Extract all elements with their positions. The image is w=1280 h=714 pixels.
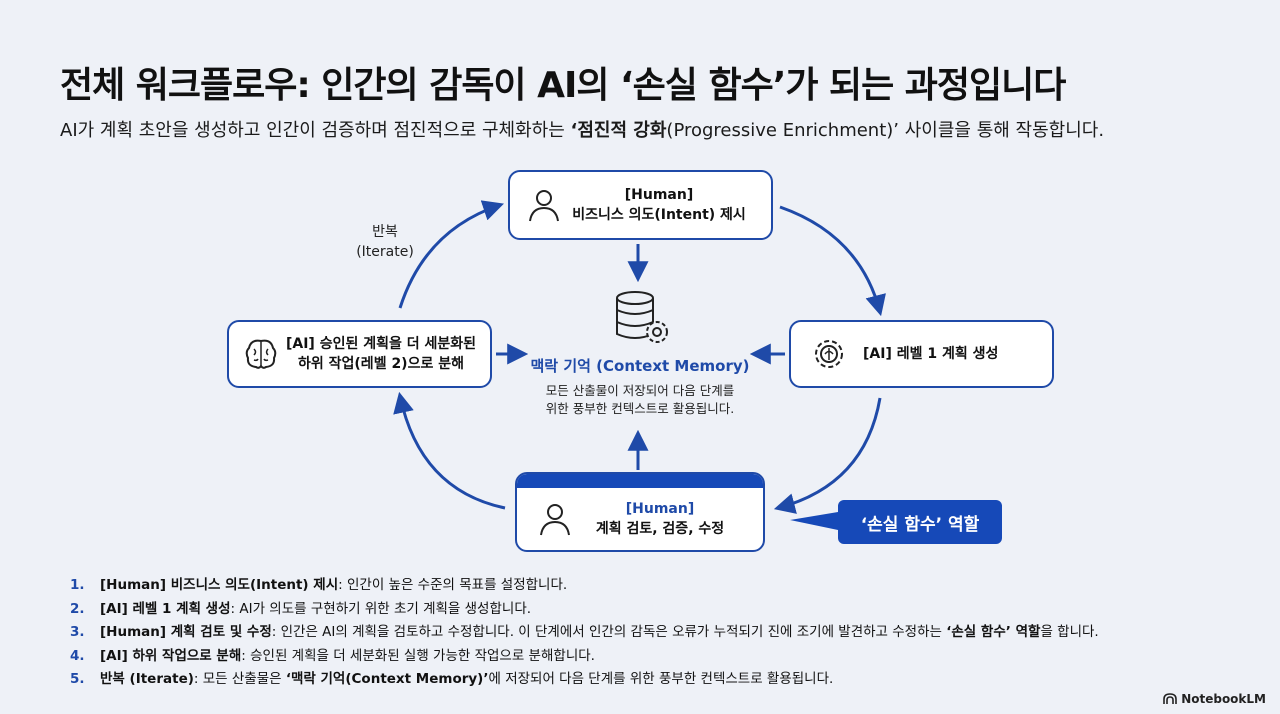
step-list: 1. [Human] 비즈니스 의도(Intent) 제시: 인간이 높은 수준의… xyxy=(70,574,1099,692)
node-ai-subdivide-line1: [AI] 승인된 계획을 더 세분화된 xyxy=(285,336,477,352)
step-item: 1. [Human] 비즈니스 의도(Intent) 제시: 인간이 높은 수준의… xyxy=(70,574,1099,598)
node-ai-subdivide-line2: 하위 작업(레벨 2)으로 분해 xyxy=(298,356,464,372)
subtitle-lead: AI가 계획 초안을 생성하고 인간이 검증하며 점진적으로 구체화하는 xyxy=(60,120,571,141)
node-human-intent: [Human] 비즈니스 의도(Intent) 제시 xyxy=(508,170,773,240)
node-ai-level1: [AI] 레벨 1 계획 생성 xyxy=(789,320,1054,388)
step-title: 반복 (Iterate) xyxy=(100,671,194,687)
step-desc-tail: 에 저장되어 다음 단계를 위한 풍부한 컨텍스트로 활용됩니다. xyxy=(488,671,834,687)
step-number: 3. xyxy=(70,624,85,640)
loss-function-callout: ‘손실 함수’ 역할 xyxy=(838,500,1002,544)
step-desc: : 인간은 AI의 계획을 검토하고 수정합니다. 이 단계에서 인간의 감독은… xyxy=(271,624,947,640)
subtitle-tail: (Progressive Enrichment)’ 사이클을 통해 작동합니다. xyxy=(666,120,1105,141)
node-human-review-tag: [Human] xyxy=(625,501,695,517)
step-number: 1. xyxy=(70,577,85,593)
context-memory-desc-line1: 모든 산출물이 저장되어 다음 단계를 xyxy=(545,383,735,398)
arrow-subdivide-to-intent xyxy=(398,200,504,309)
step-desc-tail: 을 합니다. xyxy=(1040,624,1099,640)
step-number: 2. xyxy=(70,600,85,617)
step-number: 4. xyxy=(70,647,85,664)
notebooklm-logo-icon xyxy=(1163,693,1177,704)
callout-pointer xyxy=(790,512,838,530)
context-memory: 맥락 기억 (Context Memory) 모든 산출물이 저장되어 다음 단… xyxy=(520,285,760,418)
node-ai-level1-label: [AI] 레벨 1 계획 생성 xyxy=(863,346,999,362)
step-desc: : 인간이 높은 수준의 목표를 설정합니다. xyxy=(338,577,568,593)
node-human-intent-tag: [Human] xyxy=(624,187,694,203)
page-subtitle: AI가 계획 초안을 생성하고 인간이 검증하며 점진적으로 구체화하는 ‘점진… xyxy=(60,116,1104,142)
arrow-l1-to-review xyxy=(773,397,882,514)
context-memory-title: 맥락 기억 (Context Memory) xyxy=(530,357,750,375)
context-memory-desc-line2: 위한 풍부한 컨텍스트로 활용됩니다. xyxy=(545,401,735,416)
iterate-label-en: (Iterate) xyxy=(356,244,414,260)
step-desc: : 모든 산출물은 xyxy=(193,671,286,687)
gear-brain-icon xyxy=(815,340,843,368)
step-title: [AI] 하위 작업으로 분해 xyxy=(100,647,242,664)
arrow-review-to-subdivide xyxy=(393,391,506,510)
step-title: [Human] 비즈니스 의도(Intent) 제시 xyxy=(100,577,339,593)
person-icon xyxy=(529,190,559,222)
step-title: [Human] 계획 검토 및 수정 xyxy=(100,624,272,640)
step-desc: : 승인된 계획을 더 세분화된 실행 가능한 작업으로 분해합니다. xyxy=(241,647,595,664)
database-gear-icon xyxy=(616,291,668,343)
iterate-label: 반복 (Iterate) xyxy=(340,222,430,262)
step-emphasis: ‘맥락 기억(Context Memory)’ xyxy=(285,671,489,687)
arrow-intent-to-l1 xyxy=(779,205,886,317)
node-human-intent-label: 비즈니스 의도(Intent) 제시 xyxy=(572,207,746,223)
step-item: 3. [Human] 계획 검토 및 수정: 인간은 AI의 계획을 검토하고 수… xyxy=(70,621,1099,645)
brand-watermark: NotebookLM xyxy=(1163,692,1266,706)
step-title: [AI] 레벨 1 계획 생성 xyxy=(100,600,231,617)
step-item: 5. 반복 (Iterate): 모든 산출물은 ‘맥락 기억(Context M… xyxy=(70,668,1099,692)
step-number: 5. xyxy=(70,671,85,687)
brain-icon xyxy=(245,339,277,369)
step-emphasis: ‘손실 함수’ 역할 xyxy=(946,624,1041,640)
brand-name: NotebookLM xyxy=(1181,692,1266,706)
page-title: 전체 워크플로우: 인간의 감독이 AI의 ‘손실 함수’가 되는 과정입니다 xyxy=(60,65,1066,106)
node-human-review: [Human] 계획 검토, 검증, 수정 xyxy=(515,472,765,552)
node-human-review-header-bar xyxy=(517,474,763,488)
step-desc: : AI가 의도를 구현하기 위한 초기 계획을 생성합니다. xyxy=(230,600,532,617)
person-icon xyxy=(540,504,570,536)
step-item: 4. [AI] 하위 작업으로 분해: 승인된 계획을 더 세분화된 실행 가능한… xyxy=(70,645,1099,669)
node-human-review-label: 계획 검토, 검증, 수정 xyxy=(595,521,725,537)
step-item: 2. [AI] 레벨 1 계획 생성: AI가 의도를 구현하기 위한 초기 계획… xyxy=(70,598,1099,622)
subtitle-bold: ‘점진적 강화 xyxy=(570,120,667,141)
iterate-label-ko: 반복 xyxy=(372,224,398,240)
